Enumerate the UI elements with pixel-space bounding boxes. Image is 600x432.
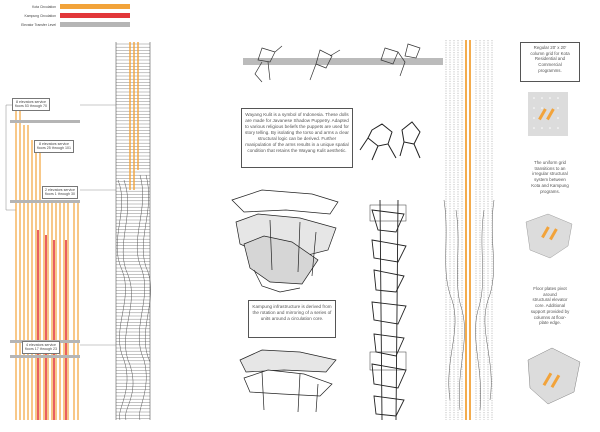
callout-title: 8 elevators service — [16, 100, 46, 104]
plan-diagram-grid — [528, 92, 568, 136]
tower-assembly — [369, 199, 407, 421]
plan-diagram-floorplate — [527, 347, 581, 405]
callout-range: floors 25 through 101 — [37, 146, 71, 151]
transition-note: The uniform grid transitions to an irreg… — [531, 160, 569, 194]
kota-shafts — [15, 100, 79, 420]
callout-range: floors 1 through 30 — [45, 192, 75, 197]
elevator-shafts — [5, 100, 80, 420]
structural-frame-elevation — [443, 40, 495, 420]
kampung-infrastructure-note: Kampung infrastructure is derived from t… — [248, 300, 336, 338]
puppet-figure-study — [359, 121, 421, 161]
legend-kota: Kota Circulation — [12, 4, 130, 9]
wayang-kulit-text: Wayang Kulit is a symbol of Indonesia. T… — [245, 112, 349, 153]
legend-swatch-kampung — [60, 13, 130, 18]
kampung-shafts — [37, 230, 67, 420]
layered-structure-bottom — [239, 349, 337, 413]
legend-label: Kampung Circulation — [24, 13, 56, 18]
callout-title: 2 elevators service — [45, 188, 75, 192]
legend-swatch-kota — [60, 4, 130, 9]
callout-title: 4 elevators service — [26, 343, 56, 347]
elevator-callout-4: 4 elevators service floors 17 through 23 — [22, 341, 60, 354]
layered-structure-left — [231, 189, 339, 293]
kampung-infrastructure-text: Kampung infrastructure is derived from t… — [252, 304, 332, 321]
elevator-callout-2: 8 elevators service floors 25 through 10… — [34, 140, 74, 153]
legend-kampung: Kampung Circulation — [12, 13, 130, 18]
legend-label: Kota Circulation — [32, 4, 56, 9]
floor-stack-section — [80, 42, 151, 421]
floorplates-note: Floor plates pivot around structural ele… — [530, 286, 570, 326]
callout-range: floors 17 through 23 — [25, 347, 57, 352]
legend-label: Elevator Transfer Level — [21, 22, 56, 27]
legend-swatch-transfer — [60, 22, 130, 27]
callout-range: floors 53 through 70 — [15, 104, 47, 109]
wayang-kulit-note: Wayang Kulit is a symbol of Indonesia. T… — [241, 108, 353, 168]
elevator-callout-1: 8 elevators service floors 53 through 70 — [12, 98, 50, 111]
puppet-study-strip — [243, 43, 443, 83]
plan-diagram-transition — [525, 213, 573, 259]
legend-transfer: Elevator Transfer Level — [12, 22, 130, 27]
grid-note: Regular 20' x 20' column grid for Kota R… — [520, 42, 580, 82]
callout-title: 8 elevators service — [39, 142, 69, 146]
elevator-callout-3: 2 elevators service floors 1 through 30 — [42, 186, 78, 199]
